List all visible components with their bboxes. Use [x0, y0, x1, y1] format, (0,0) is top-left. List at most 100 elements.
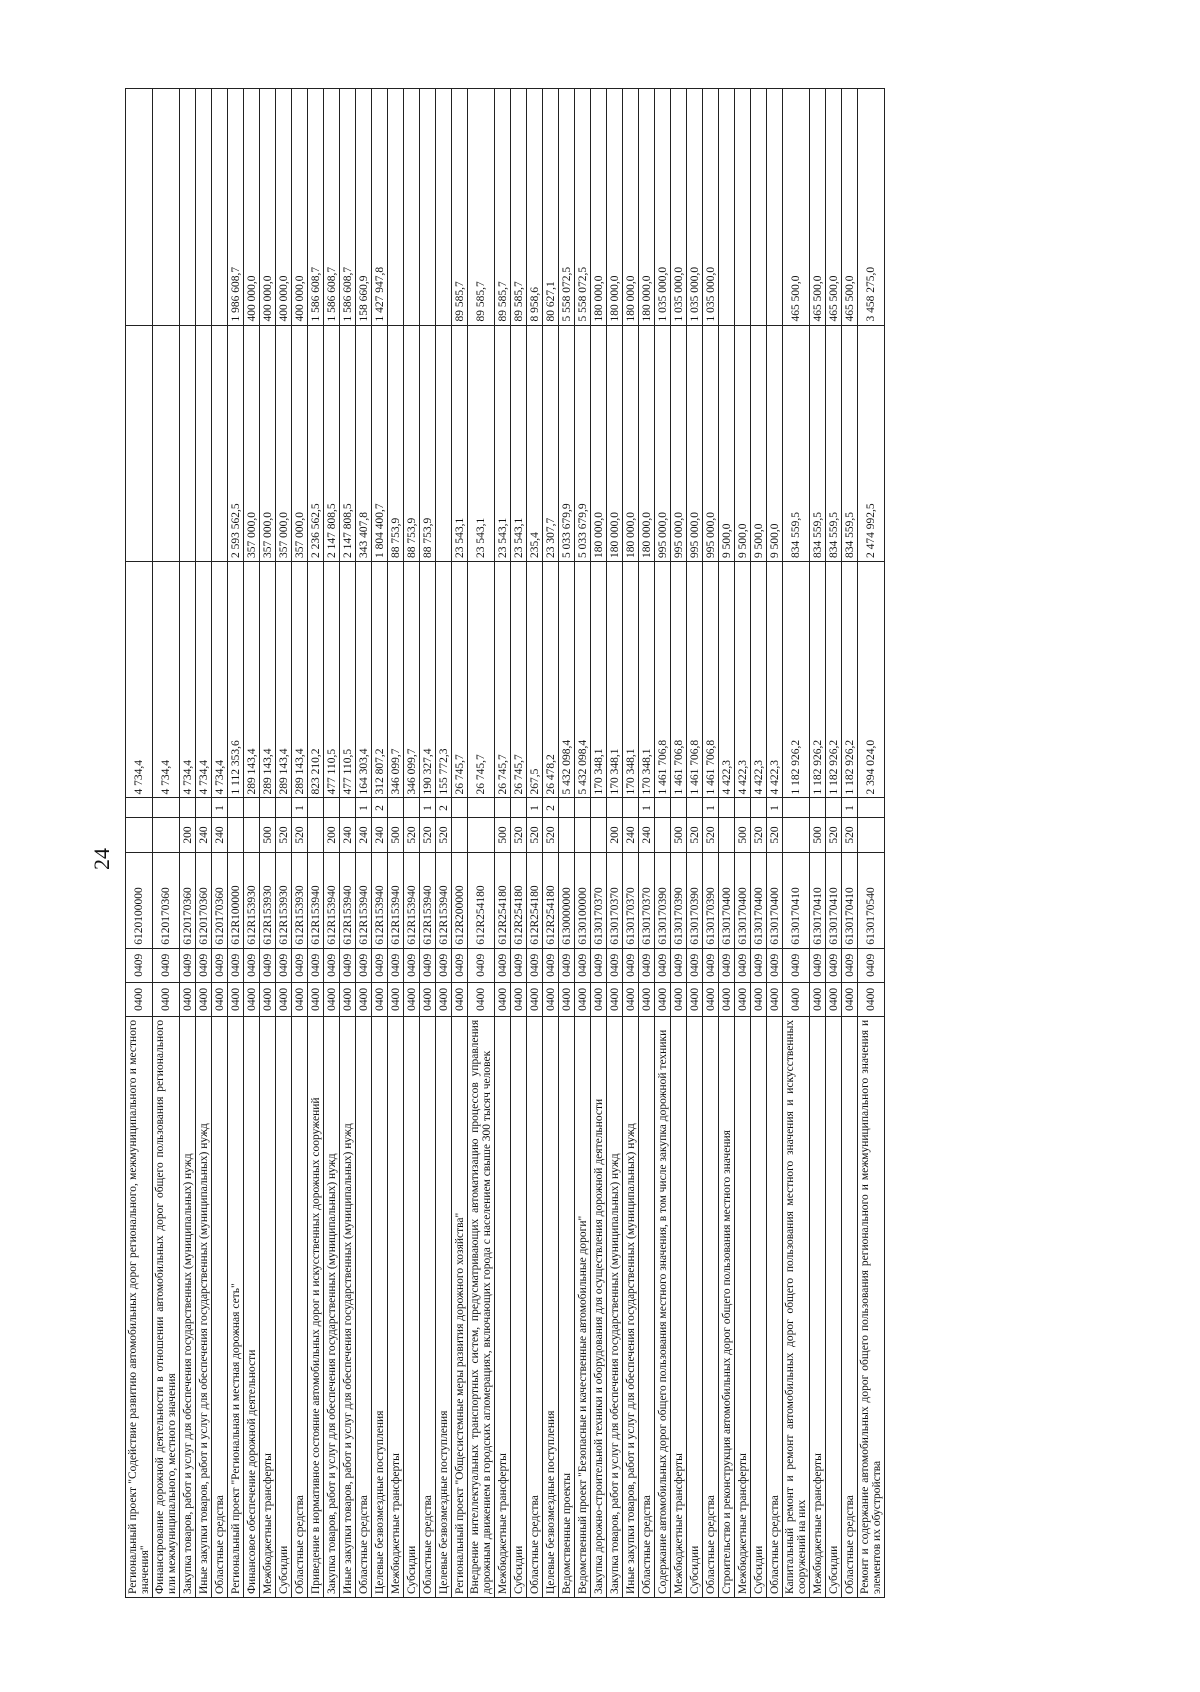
row-expense-type: 240 — [211, 817, 228, 853]
row-name: Межбюджетные трансферты — [734, 1016, 751, 1598]
row-amount-3: 400 000,0 — [243, 88, 260, 326]
row-amount-1: 289 143,4 — [275, 561, 292, 798]
row-subsection-code: 0409 — [403, 948, 420, 983]
row-amount-3: 1 986 608,7 — [227, 88, 244, 326]
table-row: Ремонт и содержание автомобильных дорог … — [857, 88, 885, 1598]
row-subsection-code: 0409 — [125, 948, 153, 983]
row-name: Субсидии — [275, 1016, 292, 1598]
row-amount-3 — [387, 88, 404, 326]
row-amount-1: 289 143,4 — [291, 561, 308, 798]
row-amount-1: 1 461 706,8 — [654, 561, 671, 798]
row-expense-type: 500 — [670, 817, 687, 853]
row-expense-type — [574, 817, 591, 853]
table-row: Иные закупки товаров, работ и услуг для … — [339, 88, 356, 1598]
row-source-code — [494, 797, 511, 818]
row-subsection-code: 0409 — [195, 948, 212, 983]
row-subsection-code: 0409 — [435, 948, 452, 983]
row-subsection-code: 0409 — [227, 948, 244, 983]
row-name: Иные закупки товаров, работ и услуг для … — [195, 1016, 212, 1598]
row-amount-3: 3 458 275,0 — [857, 88, 885, 326]
row-amount-3: 1 035 000,0 — [686, 88, 703, 326]
row-subsection-code: 0409 — [734, 948, 751, 983]
row-amount-2: 834 559,5 — [809, 325, 826, 562]
row-amount-1: 477 110,5 — [323, 561, 340, 798]
row-target-article: 6130170390 — [654, 852, 671, 949]
row-expense-type: 520 — [841, 817, 858, 853]
row-target-article: 612R254180 — [526, 852, 543, 949]
row-amount-2: 88 753,9 — [419, 325, 436, 562]
row-section-code: 0400 — [227, 982, 244, 1017]
row-amount-2: 9 500,0 — [718, 325, 735, 562]
row-amount-2: 995 000,0 — [686, 325, 703, 562]
row-target-article: 612R153940 — [323, 852, 340, 949]
row-amount-2: 23 543,1 — [467, 325, 495, 562]
row-source-code — [558, 797, 575, 818]
row-source-code — [574, 797, 591, 818]
row-subsection-code: 0409 — [307, 948, 324, 983]
row-name: Целевые безвозмездные поступления — [542, 1016, 559, 1598]
row-name: Приведение в нормативное состояние автом… — [307, 1016, 324, 1598]
row-amount-3: 400 000,0 — [275, 88, 292, 326]
row-amount-3: 1 427 947,8 — [371, 88, 388, 326]
row-source-code: 2 — [435, 797, 452, 818]
row-source-code — [467, 797, 495, 818]
row-amount-1: 289 143,4 — [243, 561, 260, 798]
row-target-article: 6120100000 — [125, 852, 153, 949]
row-amount-3: 158 660,9 — [355, 88, 372, 326]
row-source-code — [403, 797, 420, 818]
row-amount-1: 1 461 706,8 — [686, 561, 703, 798]
row-source-code: 2 — [371, 797, 388, 818]
row-amount-1: 4 734,4 — [211, 561, 228, 798]
row-section-code: 0400 — [467, 982, 495, 1017]
row-amount-2: 2 147 808,5 — [323, 325, 340, 562]
row-subsection-code: 0409 — [371, 948, 388, 983]
row-target-article: 6120170360 — [195, 852, 212, 949]
row-subsection-code: 0409 — [702, 948, 719, 983]
row-amount-1: 267,5 — [526, 561, 543, 798]
row-subsection-code: 0409 — [211, 948, 228, 983]
row-subsection-code: 0409 — [387, 948, 404, 983]
row-amount-2 — [211, 325, 228, 562]
row-section-code: 0400 — [152, 982, 180, 1017]
row-amount-3 — [125, 88, 153, 326]
row-section-code: 0400 — [750, 982, 767, 1017]
row-name: Межбюджетные трансферты — [387, 1016, 404, 1598]
row-amount-3: 465 500,0 — [841, 88, 858, 326]
row-subsection-code: 0409 — [243, 948, 260, 983]
row-source-code: 1 — [211, 797, 228, 818]
row-subsection-code: 0409 — [451, 948, 468, 983]
row-name: Ремонт и содержание автомобильных дорог … — [857, 1016, 885, 1598]
row-source-code — [227, 797, 244, 818]
row-target-article: 6130170400 — [734, 852, 751, 949]
row-expense-type — [558, 817, 575, 853]
row-amount-1: 26 745,7 — [494, 561, 511, 798]
table-row: Иные закупки товаров, работ и услуг для … — [622, 88, 639, 1598]
row-amount-3 — [195, 88, 212, 326]
row-section-code: 0400 — [638, 982, 655, 1017]
row-amount-3 — [419, 88, 436, 326]
row-target-article: 6130170410 — [809, 852, 826, 949]
row-target-article: 6130000000 — [558, 852, 575, 949]
row-amount-1: 1 461 706,8 — [670, 561, 687, 798]
row-section-code: 0400 — [243, 982, 260, 1017]
row-source-code: 1 — [766, 797, 783, 818]
row-source-code — [734, 797, 751, 818]
row-amount-1: 1 182 926,2 — [841, 561, 858, 798]
row-expense-type: 500 — [809, 817, 826, 853]
row-amount-3: 1 035 000,0 — [702, 88, 719, 326]
table-row: Внедрение интеллектуальных транспортных … — [467, 88, 495, 1598]
row-target-article: 6120170360 — [211, 852, 228, 949]
row-expense-type: 240 — [339, 817, 356, 853]
row-name: Региональный проект "Общесистемные меры … — [451, 1016, 468, 1598]
row-amount-2: 357 000,0 — [291, 325, 308, 562]
row-name: Субсидии — [750, 1016, 767, 1598]
row-amount-1: 289 143,4 — [259, 561, 276, 798]
